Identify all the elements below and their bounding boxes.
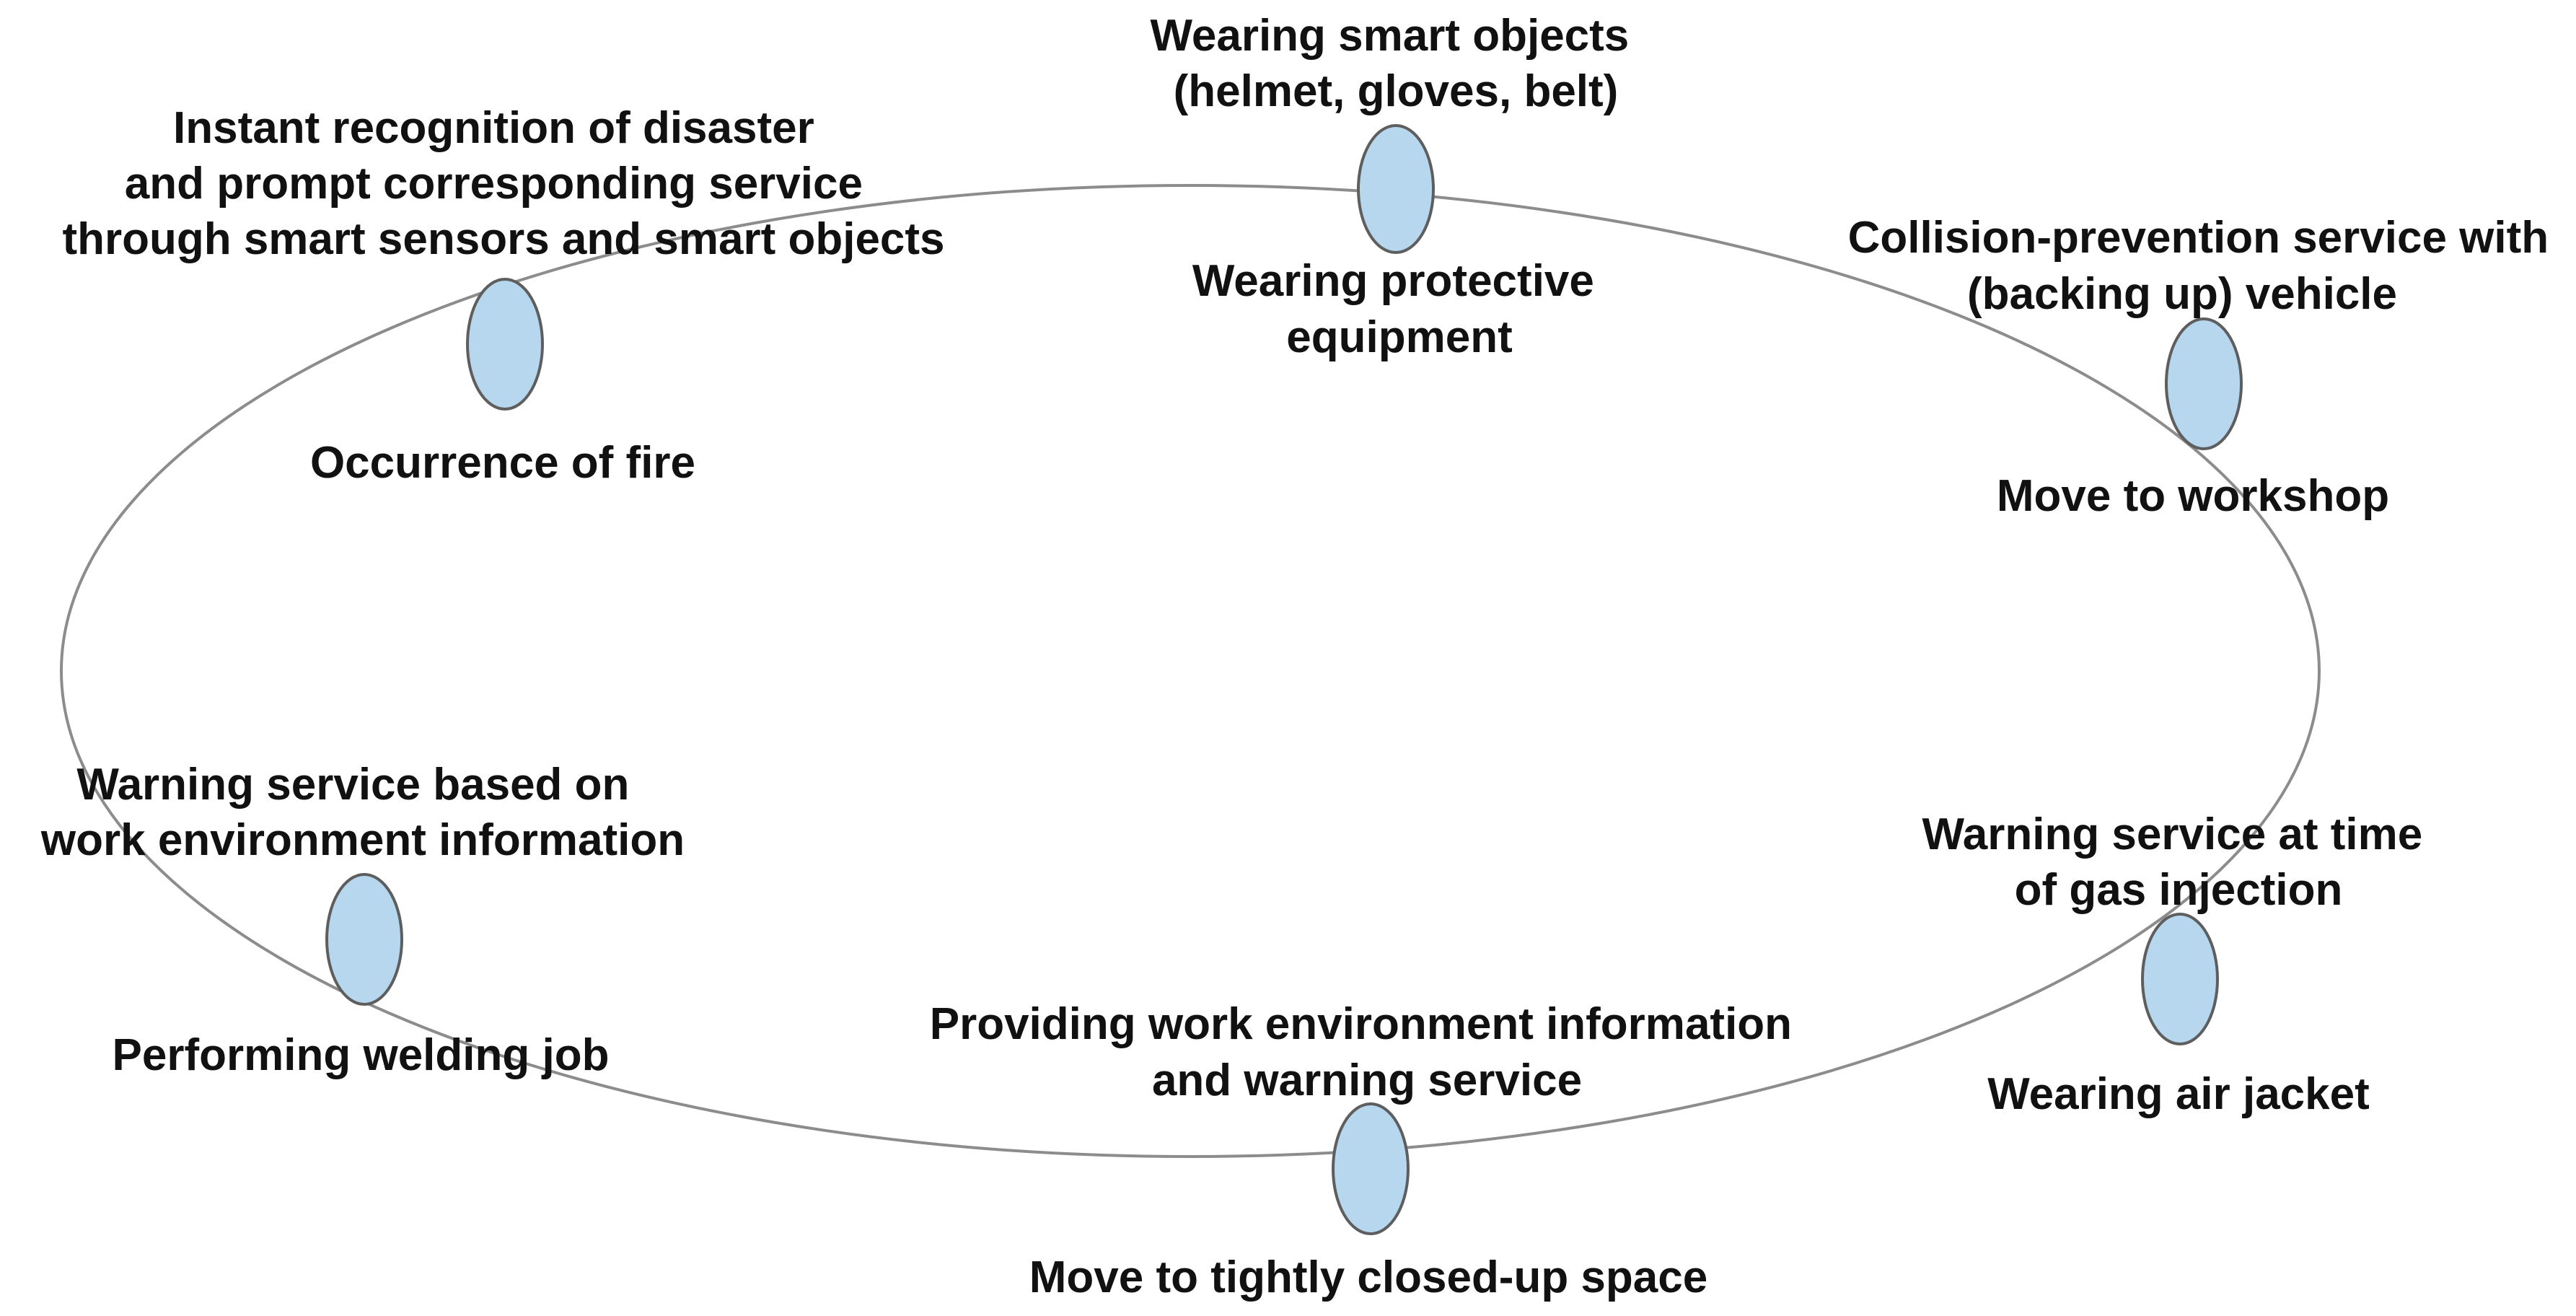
stage-closed-space: Providing work environment information a… [930,999,1805,1302]
stage-node-air-jacket [2141,913,2219,1045]
stage-node-closed-space [1332,1102,1410,1235]
service-line: and warning service [1152,1056,1582,1105]
stage-node-workshop [2165,317,2243,450]
stage-workshop: Collision-prevention service with (backi… [1848,213,2562,521]
service-line: Warning service based on [76,760,629,810]
activity-line: equipment [1286,312,1512,362]
activity-line: Move to workshop [1997,471,2389,521]
service-label-fire: Instant recognition of disaster and prom… [62,103,944,264]
activity-label-workshop: Move to workshop [1997,471,2389,521]
service-line: Instant recognition of disaster [173,103,814,153]
service-line: Providing work environment information [930,999,1792,1049]
activity-label-air-jacket: Wearing air jacket [1987,1069,2370,1119]
service-line: (backing up) vehicle [1967,269,2397,319]
activity-line: Occurrence of fire [310,438,695,488]
stage-node-fire [466,278,544,411]
stage-node-welding [325,873,403,1006]
service-label-closed-space: Providing work environment information a… [930,999,1805,1105]
activity-line: Performing welding job [113,1030,610,1080]
stage-welding: Warning service based on work environmen… [40,760,685,1080]
service-line: (helmet, gloves, belt) [1174,66,1619,116]
stage-fire: Instant recognition of disaster and prom… [62,103,944,488]
activity-line: Move to tightly closed-up space [1029,1253,1707,1302]
service-label-workshop: Collision-prevention service with (backi… [1848,213,2562,319]
activity-line: Wearing protective [1192,256,1594,306]
service-line: Wearing smart objects [1150,11,1629,61]
service-label-protective: Wearing smart objects (helmet, gloves, b… [1150,11,1641,116]
stage-node-protective [1357,124,1435,254]
service-label-air-jacket: Warning service at time of gas injection [1922,810,2435,915]
activity-label-fire: Occurrence of fire [310,438,695,488]
service-line: Collision-prevention service with [1848,213,2549,263]
service-line: and prompt corresponding service [125,159,863,209]
stage-protective: Wearing smart objects (helmet, gloves, b… [1150,11,1641,362]
service-line: work environment information [40,815,685,865]
activity-label-closed-space: Move to tightly closed-up space [1029,1253,1707,1302]
service-label-welding: Warning service based on work environmen… [40,760,685,865]
stage-air-jacket: Warning service at time of gas injection… [1922,810,2435,1119]
activity-line: Wearing air jacket [1987,1069,2370,1119]
service-line: Warning service at time [1922,810,2423,859]
service-line: through smart sensors and smart objects [62,214,944,264]
activity-label-welding: Performing welding job [113,1030,610,1080]
cycle-ellipse [60,184,2321,1158]
service-line: of gas injection [2015,865,2343,915]
activity-label-protective: Wearing protective equipment [1192,256,1606,362]
